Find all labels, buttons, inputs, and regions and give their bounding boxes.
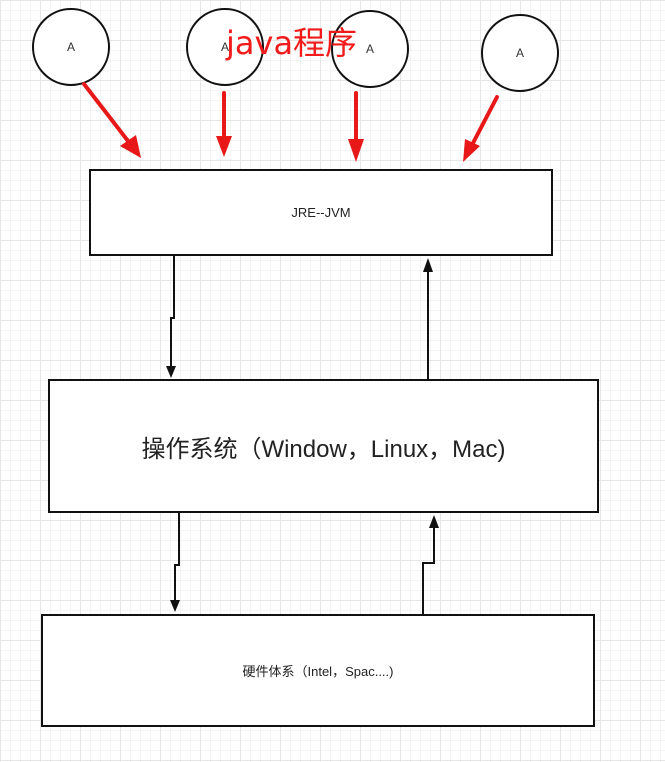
red-arrow-4-shaft — [470, 95, 499, 147]
arrowhead-os-to-jvm — [423, 258, 433, 272]
circle-a-4: A — [481, 14, 559, 92]
os-box-label: 操作系统（Window，Linux，Mac) — [141, 435, 506, 463]
circle-a-3: A — [331, 10, 409, 88]
circle-a-4-label: A — [515, 46, 524, 60]
arrow-hw-to-os — [422, 528, 435, 614]
red-arrow-1-head — [120, 135, 141, 158]
red-arrow-3-head — [348, 139, 364, 162]
arrow-jvm-to-os — [170, 256, 175, 366]
hardware-box-label: 硬件体系（Intel，Spac....) — [242, 664, 394, 679]
circle-a-1-label: A — [66, 40, 75, 54]
circle-a-2: A — [186, 8, 264, 86]
arrowhead-hw-to-os — [429, 515, 439, 528]
os-box: 操作系统（Window，Linux，Mac) — [48, 379, 599, 513]
red-arrow-4-head — [463, 139, 480, 162]
jvm-box: JRE--JVM — [89, 169, 553, 256]
circle-a-2-label: A — [220, 40, 229, 54]
red-arrow-1-shaft — [82, 82, 130, 143]
arrow-os-to-hw — [174, 513, 180, 600]
red-arrow-2-head — [216, 136, 232, 157]
circle-a-1: A — [32, 8, 110, 86]
arrowhead-jvm-to-os — [166, 366, 176, 378]
hardware-box: 硬件体系（Intel，Spac....) — [41, 614, 595, 727]
arrowhead-os-to-hw — [170, 600, 180, 612]
circle-a-3-label: A — [365, 42, 374, 56]
diagram-title: java程序 — [226, 24, 358, 62]
jvm-box-label: JRE--JVM — [291, 205, 351, 220]
